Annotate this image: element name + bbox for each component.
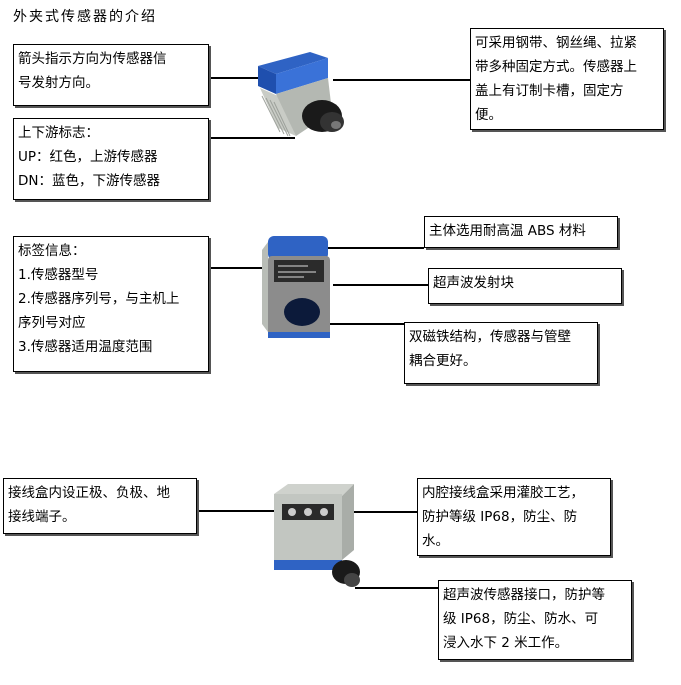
sensor-top-view-image <box>258 52 344 137</box>
sensor-body-side <box>260 88 296 136</box>
callout-up-down-marks: 上下游标志： UP：红色，上游传感器 DN：蓝色，下游传感器 <box>13 118 209 200</box>
callout-label-info: 标签信息： 1.传感器型号 2.传感器序列号，与主机上 序列号对应 3.传感器适… <box>13 236 209 372</box>
sensor-lid <box>258 52 328 74</box>
emitter-block <box>284 298 320 326</box>
terminal-screw <box>320 508 328 516</box>
page-title: 外夹式传感器的介绍 <box>13 9 157 25</box>
terminal-screw <box>304 508 312 516</box>
terminal-screw <box>288 508 296 516</box>
junction-box <box>274 494 342 560</box>
callout-sensor-interface: 超声波传感器接口，防护等 级 IP68，防尘、防水、可 浸入水下 2 米工作。 <box>438 580 632 660</box>
callout-potting: 内腔接线盒采用灌胶工艺， 防护等级 IP68，防尘、防 水。 <box>417 478 611 556</box>
sensor-front-view-image <box>262 236 330 338</box>
sensor-lid <box>268 236 328 260</box>
callout-emitter-block: 超声波发射块 <box>428 268 622 304</box>
callout-terminals: 接线盒内设正极、负极、地 接线端子。 <box>3 478 197 534</box>
callout-abs-material: 主体选用耐高温 ABS 材料 <box>424 216 618 248</box>
label-plate <box>274 260 324 282</box>
sensor-junction-box-image <box>274 484 360 587</box>
callout-mounting: 可采用钢带、钢丝绳、拉紧 带多种固定方式。传感器上 盖上有订制卡槽，固定方 便。 <box>470 28 664 130</box>
callout-arrow-direction: 箭头指示方向为传感器信 号发射方向。 <box>13 44 209 106</box>
callout-dual-magnet: 双磁铁结构，传感器与管壁 耦合更好。 <box>404 322 598 384</box>
